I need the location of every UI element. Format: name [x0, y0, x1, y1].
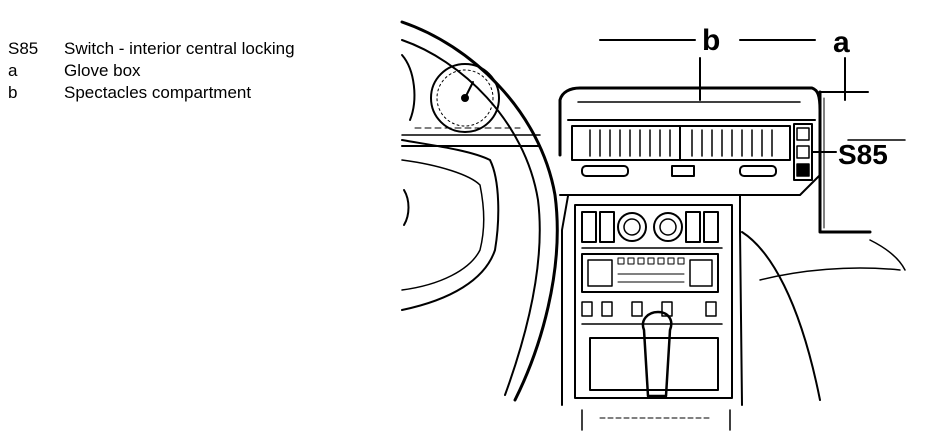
switch-s85: [793, 123, 813, 181]
callout-a: a: [833, 26, 850, 59]
legend-text: Spectacles compartment: [64, 83, 252, 102]
instrument-cluster: [401, 54, 541, 147]
legend-item-b: b Spectacles compartment: [8, 82, 295, 104]
legend-item-s85: S85 Switch - interior central locking: [8, 38, 295, 60]
center-console: [561, 195, 743, 431]
steering-wheel: [400, 20, 559, 402]
center-air-vents: [571, 125, 791, 177]
leader-lines: [599, 39, 846, 153]
legend-item-a: a Glove box: [8, 60, 295, 82]
legend-code: S85: [8, 39, 39, 58]
legend: S85 Switch - interior central locking a …: [8, 38, 295, 104]
legend-code: b: [8, 83, 18, 102]
legend-text: Switch - interior central locking: [64, 39, 295, 58]
callout-b: b: [702, 24, 720, 57]
dash-pad: [558, 86, 822, 196]
callout-s85: S85: [838, 139, 888, 170]
legend-code: a: [8, 61, 18, 80]
passenger-dash: [741, 139, 906, 401]
legend-text: Glove box: [64, 61, 141, 80]
